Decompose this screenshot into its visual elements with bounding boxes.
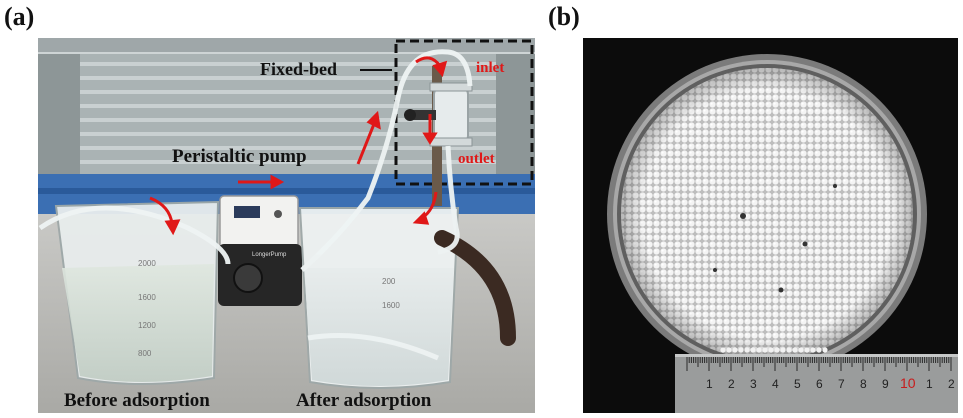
- beaker1-mark-2000: 2000: [138, 259, 156, 268]
- ruler-number: 2: [948, 377, 955, 391]
- panel-a-label: (a): [4, 2, 35, 31]
- ruler-number: 9: [882, 377, 889, 391]
- fixed-bed-column: [433, 87, 469, 143]
- tubing: [38, 49, 473, 361]
- caption-after-adsorption: After adsorption: [296, 390, 432, 411]
- label-outlet: outlet: [458, 151, 495, 167]
- ruler-number: 1: [706, 377, 713, 391]
- beaker1-mark-1200: 1200: [138, 321, 156, 330]
- setup-illustration: 2000 1600 1200 800 LongerPump 200 1600: [38, 38, 535, 413]
- ruler-number: 6: [816, 377, 823, 391]
- beaker-before: 2000 1600 1200 800: [54, 200, 220, 385]
- beads-illustration: [583, 38, 958, 413]
- peristaltic-pump: LongerPump: [218, 195, 302, 306]
- loose-beads: [720, 347, 828, 353]
- caption-before-adsorption: Before adsorption: [64, 390, 210, 411]
- label-fixed-bed: Fixed-bed: [260, 59, 338, 79]
- label-inlet: inlet: [476, 60, 505, 76]
- ruler: [675, 354, 958, 413]
- pump-brand: LongerPump: [252, 252, 287, 258]
- beaker-after: 200 1600: [298, 207, 460, 389]
- ruler-number: 4: [772, 377, 779, 391]
- ruler-number: 10: [900, 375, 916, 391]
- beaker1-mark-1600: 1600: [138, 293, 156, 302]
- fixed-bed-leader: [360, 69, 392, 71]
- setup-photo: 2000 1600 1200 800 LongerPump 200 1600: [38, 38, 535, 413]
- ruler-number: 2: [728, 377, 735, 391]
- beaker2-mark-1600: 1600: [382, 301, 400, 310]
- beads-photo: 1 2 3 4 5 6 7 8 9 10 1 2: [583, 38, 958, 413]
- bead-gaps: [713, 184, 837, 293]
- ruler-number: 1: [926, 377, 933, 391]
- ruler-number: 7: [838, 377, 845, 391]
- beaker2-mark-200: 200: [382, 277, 396, 286]
- ruler-number: 8: [860, 377, 867, 391]
- ruler-number: 5: [794, 377, 801, 391]
- beaker1-mark-800: 800: [138, 349, 152, 358]
- label-peristaltic-pump: Peristaltic pump: [172, 146, 307, 167]
- ruler-number: 3: [750, 377, 757, 391]
- flow-arrows: [149, 56, 448, 236]
- panel-b-label: (b): [548, 2, 580, 31]
